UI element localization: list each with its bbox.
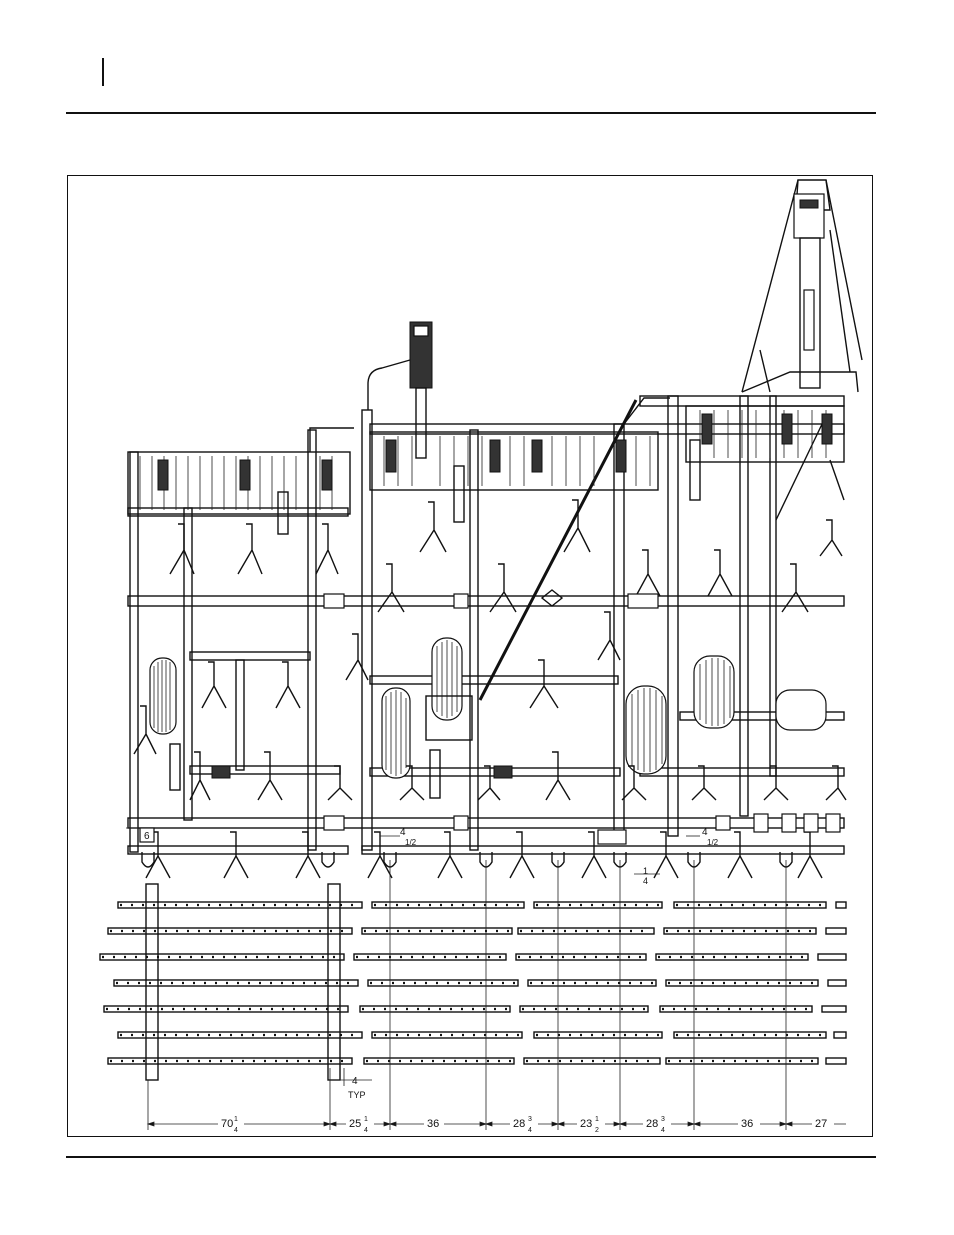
dim-bottom-6-whole: 28: [646, 1118, 658, 1130]
dim-right-offset: 4: [702, 827, 708, 838]
dim-typ-label: TYP: [348, 1090, 366, 1100]
dim-right-offset-frac: 1/2: [707, 838, 719, 847]
dim-bottom-5-den: 2: [595, 1127, 599, 1134]
dim-bottom-1-num: 1: [234, 1116, 238, 1123]
dim-small-offset-frac: 4: [643, 876, 648, 886]
dim-bottom-4-den: 4: [528, 1127, 532, 1134]
frame-bars: [128, 396, 844, 854]
dim-small-offset: 1: [643, 866, 648, 876]
dim-bottom-2-num: 1: [364, 1116, 368, 1123]
dim-bottom-5-num: 1: [595, 1116, 599, 1123]
hitch-tongue: [742, 180, 862, 392]
dim-bottom-6-den: 4: [661, 1127, 665, 1134]
dim-bottom-4-num: 3: [528, 1116, 532, 1123]
frame-verticals: [130, 396, 844, 852]
dim-center-offset-frac: 1/2: [405, 838, 417, 847]
dim-left-margin: 6: [144, 831, 150, 842]
dim-bottom-5-whole: 23: [580, 1118, 592, 1130]
dim-typ-value: 4: [352, 1076, 358, 1087]
extension-lines: [126, 828, 786, 1130]
sweeps: [134, 500, 846, 878]
dim-bottom-4-whole: 28: [513, 1118, 525, 1130]
dim-bottom-3-whole: 36: [427, 1118, 439, 1130]
dim-bottom-7-whole: 36: [741, 1118, 753, 1130]
dim-center-offset: 4: [400, 827, 406, 838]
dim-bottom-1-den: 4: [234, 1127, 238, 1134]
dim-bottom-2-den: 4: [364, 1127, 368, 1134]
harrow-arms: [146, 884, 340, 1080]
basket-row-left: [128, 452, 350, 514]
dim-bottom-8-whole: 27: [815, 1118, 827, 1130]
dim-bottom-1-whole: 70: [221, 1118, 233, 1130]
dim-bottom-6-num: 3: [661, 1116, 665, 1123]
dim-bottom-2-whole: 25: [349, 1118, 361, 1130]
transport-wheels: [150, 638, 826, 778]
bottom-dimension-line: [148, 836, 846, 1126]
